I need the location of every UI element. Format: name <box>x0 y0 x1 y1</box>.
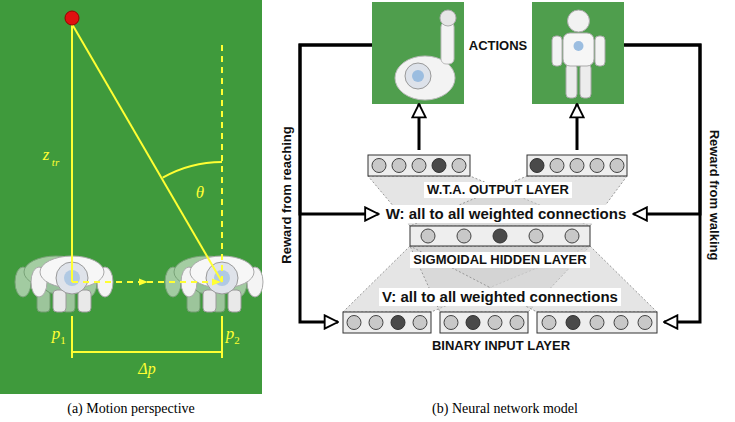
actions-group: ACTIONS <box>372 2 624 104</box>
robot <box>181 256 263 312</box>
reward-label: Reward from reaching <box>280 126 295 263</box>
robot-arm <box>441 22 454 64</box>
sight-line <box>72 24 222 282</box>
unit-row <box>343 312 431 333</box>
neuron <box>510 316 524 330</box>
neuron <box>488 316 502 330</box>
caption: (a) Motion perspective <box>67 401 195 417</box>
neuron <box>372 159 386 173</box>
robot-head <box>568 10 590 32</box>
reward-arrow <box>624 45 700 322</box>
robot-head-light <box>412 70 424 82</box>
neuron-active <box>530 159 544 173</box>
weight-band: W: all to all weighted connections <box>379 204 634 224</box>
caption: (b) Neural network model <box>432 401 578 417</box>
unit-row <box>440 312 528 333</box>
layer-label: V: all to all weighted connections <box>379 288 621 306</box>
neuron <box>412 159 426 173</box>
position-symbol: p <box>226 324 235 344</box>
subscript: 2 <box>234 334 240 347</box>
neuron-active <box>493 229 507 243</box>
layer-label: W: all to all weighted connections <box>383 205 630 223</box>
neuron <box>570 159 584 173</box>
input-layer: BINARY INPUT LAYER <box>338 308 664 354</box>
angle-symbol: θ <box>196 183 204 203</box>
motion-arrow <box>72 281 147 283</box>
neuron <box>452 159 466 173</box>
layer-label: W.T.A. OUTPUT LAYER <box>424 182 572 198</box>
unit-row <box>537 312 657 333</box>
unit-row <box>368 155 470 176</box>
green-ground <box>0 0 262 394</box>
robot-arm <box>595 36 605 66</box>
neuron <box>421 229 435 243</box>
robot-leg <box>580 64 591 98</box>
robot-arm <box>552 36 562 66</box>
neuron-active <box>566 316 580 330</box>
dimension-label: Δp <box>138 360 155 378</box>
weight-band: V: all to all weighted connections <box>375 287 625 307</box>
subscript: tr <box>52 156 59 169</box>
neuron <box>413 316 427 330</box>
neuron <box>457 229 471 243</box>
reward-arrow <box>300 45 379 214</box>
action-arrow <box>418 104 421 150</box>
neuron <box>392 159 406 173</box>
neuron <box>590 159 604 173</box>
neuron <box>550 159 564 173</box>
action-photo <box>532 2 624 104</box>
dimension-line <box>72 351 222 353</box>
action-arrow <box>576 104 579 150</box>
distance-line <box>71 24 73 282</box>
subscript: 1 <box>60 334 66 347</box>
layer-label: SIGMOIDAL HIDDEN LAYER <box>410 252 589 268</box>
neuron <box>590 316 604 330</box>
output-layer: W.T.A. OUTPUT LAYER <box>362 150 634 198</box>
neuron <box>444 316 458 330</box>
distance-symbol: z <box>43 145 50 165</box>
neuron <box>529 229 543 243</box>
neuron <box>347 316 361 330</box>
robot-head <box>405 63 431 89</box>
neuron <box>610 159 624 173</box>
neuron <box>614 316 628 330</box>
robot-leg <box>566 64 577 98</box>
reward-arrow <box>300 45 372 322</box>
unit-row <box>410 226 590 246</box>
heading-line <box>221 40 223 282</box>
layer-label: BINARY INPUT LAYER <box>429 338 573 354</box>
layer-label: ACTIONS <box>466 38 531 54</box>
motion-arrow <box>147 281 220 283</box>
neuron <box>638 316 652 330</box>
neuron-active <box>391 316 405 330</box>
unit-row <box>527 155 627 176</box>
neuron <box>565 229 579 243</box>
reward-arrow <box>624 45 700 214</box>
hidden-layer: SIGMOIDAL HIDDEN LAYER <box>400 222 600 268</box>
neuron <box>369 316 383 330</box>
neuron-active <box>432 159 446 173</box>
reward-label: Reward from walking <box>707 130 722 261</box>
robot-chest-light <box>574 41 584 51</box>
position-symbol: p <box>52 324 61 344</box>
angle-arc <box>163 162 222 178</box>
target-ball <box>65 11 79 25</box>
neuron <box>542 316 556 330</box>
robot-torso <box>563 33 594 66</box>
neuron-active <box>466 316 480 330</box>
robot-hand <box>440 10 456 26</box>
action-photo <box>372 2 464 104</box>
